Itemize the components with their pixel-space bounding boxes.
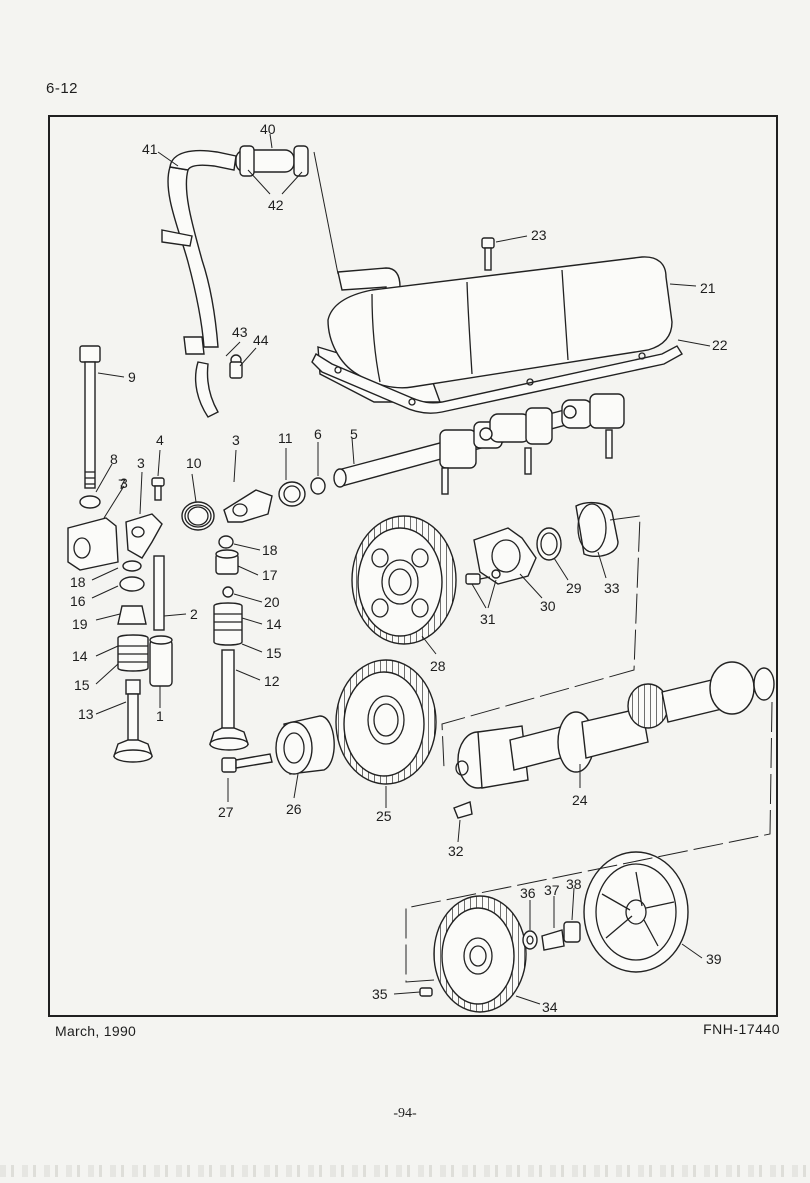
callout-29: 29: [566, 580, 582, 596]
callout-4: 4: [156, 432, 164, 448]
callout-8: 8: [110, 451, 118, 467]
timing-gear-group: [351, 501, 619, 645]
callout-14-left: 14: [72, 648, 88, 664]
exploded-parts-diagram: 40 41 42 23 21 22 43 44 9 4 3 3 11 6 5 8…: [48, 115, 778, 1017]
callout-22: 22: [712, 337, 728, 353]
callout-3-bracket: 3: [120, 475, 128, 491]
callout-3-left: 3: [137, 455, 145, 471]
callout-18-left: 18: [70, 574, 86, 590]
callout-20: 20: [264, 594, 280, 610]
callout-32: 32: [448, 843, 464, 859]
leader-lines: [91, 133, 711, 1005]
idler-gear-group: [221, 659, 437, 785]
footer-page-number: -94-: [393, 1106, 417, 1121]
camshaft: [453, 661, 775, 819]
callout-33: 33: [604, 580, 620, 596]
callout-38: 38: [566, 876, 582, 892]
callout-36: 36: [520, 885, 536, 901]
callout-17: 17: [262, 567, 278, 583]
rocker-parts: [67, 345, 326, 763]
scan-artifact: [0, 1165, 810, 1177]
callout-10: 10: [186, 455, 202, 471]
rocker-cover: [311, 237, 683, 414]
callout-7: 7: [118, 476, 126, 492]
callout-41: 41: [142, 141, 158, 157]
callout-2: 2: [190, 606, 198, 622]
callout-1: 1: [156, 708, 164, 724]
callout-5: 5: [350, 426, 358, 442]
callout-21: 21: [700, 280, 716, 296]
callout-12: 12: [264, 673, 280, 689]
callout-39: 39: [706, 951, 722, 967]
callout-9: 9: [128, 369, 136, 385]
callout-37: 37: [544, 882, 560, 898]
callout-13: 13: [78, 706, 94, 722]
diagram-svg: 40 41 42 23 21 22 43 44 9 4 3 3 11 6 5 8…: [67, 121, 775, 1015]
callout-28: 28: [430, 658, 446, 674]
callout-labels: 40 41 42 23 21 22 43 44 9 4 3 3 11 6 5 8…: [70, 121, 728, 1015]
callout-34: 34: [542, 999, 558, 1015]
callout-16: 16: [70, 593, 86, 609]
crank-gear-pulley-group: [419, 851, 689, 1013]
footer-doc-number: FNH-17440: [703, 1021, 780, 1037]
callout-44: 44: [253, 332, 269, 348]
callout-43: 43: [232, 324, 248, 340]
callout-24: 24: [572, 792, 588, 808]
callout-15-left: 15: [74, 677, 90, 693]
callout-26: 26: [286, 801, 302, 817]
callout-19: 19: [72, 616, 88, 632]
callout-30: 30: [540, 598, 556, 614]
breather-hose-assembly: [161, 145, 401, 418]
footer-date: March, 1990: [55, 1023, 137, 1039]
callout-25: 25: [376, 808, 392, 824]
callout-18-right: 18: [262, 542, 278, 558]
callout-27: 27: [218, 804, 234, 820]
callout-6: 6: [314, 426, 322, 442]
callout-23: 23: [531, 227, 547, 243]
page-code: 6-12: [46, 80, 79, 97]
callout-35: 35: [372, 986, 388, 1002]
rocker-shaft-assembly: [333, 393, 625, 495]
callout-40: 40: [260, 121, 276, 137]
callout-31: 31: [480, 611, 496, 627]
assembly-guide-lines: [405, 515, 773, 983]
callout-11: 11: [278, 430, 293, 446]
callout-42: 42: [268, 197, 284, 213]
callout-14-right: 14: [266, 616, 282, 632]
callout-3-right: 3: [232, 432, 240, 448]
callout-15-right: 15: [266, 645, 282, 661]
